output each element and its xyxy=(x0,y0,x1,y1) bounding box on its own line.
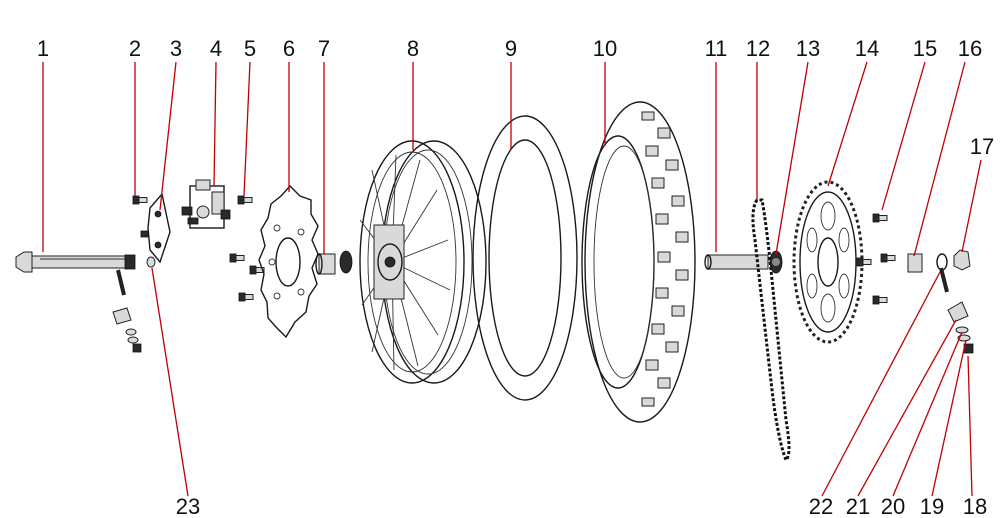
knobby-tire-icon xyxy=(581,101,696,423)
label-6: 6 xyxy=(283,36,295,61)
spacer-icon xyxy=(315,253,336,275)
label-5: 5 xyxy=(244,36,256,61)
axle-nut-icon xyxy=(953,249,971,271)
label-17: 17 xyxy=(970,134,994,159)
bolt-icon xyxy=(229,195,265,302)
axle-icon xyxy=(704,254,769,270)
label-9: 9 xyxy=(505,36,517,61)
chain-icon xyxy=(751,198,791,463)
label-7: 7 xyxy=(318,36,330,61)
bearing-icon xyxy=(769,250,783,274)
label-2: 2 xyxy=(129,36,141,61)
label-12: 12 xyxy=(746,36,770,61)
label-10: 10 xyxy=(593,36,617,61)
axle-bolt-icon xyxy=(15,251,136,273)
chain-adjuster-plate-icon xyxy=(112,307,142,353)
spoked-rim-icon xyxy=(359,140,487,384)
spacer-icon xyxy=(907,253,923,273)
label-11: 11 xyxy=(705,36,728,61)
label-16: 16 xyxy=(958,36,982,61)
label-21: 21 xyxy=(846,494,870,518)
part-labels: 1 2 3 4 5 6 7 8 9 10 11 12 13 14 15 16 1… xyxy=(37,36,994,518)
adjuster-bolt-icon xyxy=(116,269,126,296)
label-14: 14 xyxy=(855,36,879,61)
caliper-bracket-icon xyxy=(140,192,171,264)
adjuster-bolt-icon xyxy=(936,253,949,293)
label-18: 18 xyxy=(963,494,987,518)
brake-caliper-icon xyxy=(181,179,231,229)
bearing-icon xyxy=(339,250,353,274)
inner-tube-icon xyxy=(472,115,578,401)
label-13: 13 xyxy=(796,36,820,61)
sprocket-icon xyxy=(792,180,864,344)
label-4: 4 xyxy=(210,36,222,61)
washer-icon xyxy=(957,334,971,342)
label-23: 23 xyxy=(176,494,200,518)
washer-icon xyxy=(146,256,156,268)
chain-adjuster-plate-icon xyxy=(947,301,969,323)
label-3: 3 xyxy=(170,36,182,61)
leader-lines xyxy=(42,61,982,497)
label-20: 20 xyxy=(881,494,905,518)
label-8: 8 xyxy=(407,36,419,61)
label-15: 15 xyxy=(913,36,937,61)
bolt-icon xyxy=(856,213,896,305)
brake-disc-icon xyxy=(258,184,319,339)
label-1: 1 xyxy=(37,36,49,61)
bolt-icon xyxy=(132,195,148,205)
label-22: 22 xyxy=(809,494,833,518)
label-19: 19 xyxy=(920,494,944,518)
